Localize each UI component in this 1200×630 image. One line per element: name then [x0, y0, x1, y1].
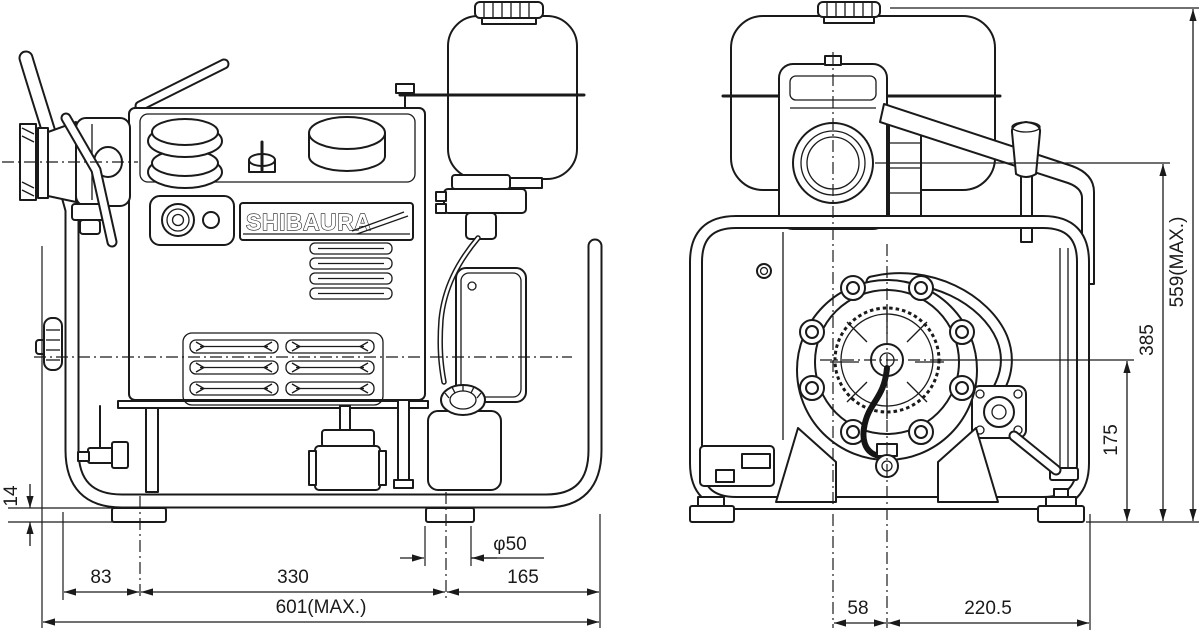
rear-foot [425, 507, 475, 523]
dim-label-phi50: φ50 [493, 534, 526, 555]
air-cleaner-caps [147, 118, 223, 189]
upper-vent-slats [309, 242, 393, 300]
dim-label-58: 58 [847, 598, 868, 619]
dim-rear-heights: 175 385 559(MAX.) [875, 7, 1199, 523]
dim-label-175: 175 [1101, 424, 1122, 456]
discharge-port [19, 117, 131, 235]
dim-label-foot-height: 14 [1, 485, 22, 507]
frame-interior-panel [699, 232, 784, 487]
dim-label-220-5: 220.5 [964, 598, 1012, 619]
dim-foot-height: 14 [1, 484, 116, 546]
side-drain-cock [35, 317, 63, 371]
muffler [455, 267, 527, 403]
pump-bolts [799, 275, 975, 445]
pump-bottom-bracket [308, 405, 387, 491]
dim-label-385: 385 [1137, 324, 1158, 356]
oil-bottle [427, 384, 502, 491]
dim-label-330: 330 [277, 567, 309, 588]
support-legs [145, 377, 415, 493]
fuel-tank [447, 1, 578, 189]
vent-slat [189, 339, 375, 396]
lower-vent-panel [182, 332, 384, 406]
rear-view-centerlines [820, 52, 945, 628]
coupling-clamp-lever [60, 112, 118, 248]
brand-badge: SHIBAURA [239, 202, 414, 241]
dim-label-559max: 559(MAX.) [1167, 217, 1188, 308]
dim-label-165: 165 [507, 567, 539, 588]
rear-frame-tube [689, 215, 1090, 510]
side-view-centerlines [2, 161, 572, 358]
oil-filler-cap [308, 116, 386, 172]
fuel-cock-lever [248, 140, 276, 173]
dimensions: 14 83 330 165 601(MAX.) [1, 7, 1199, 630]
front-foot [111, 507, 167, 523]
rear-view [689, 1, 1095, 628]
side-view: SHIBAURA [2, 1, 603, 523]
brand-badge-text: SHIBAURA [246, 209, 371, 235]
rear-right-foot [1037, 488, 1085, 523]
dim-length-chain: 83 330 165 601(MAX.) [41, 246, 601, 628]
dim-rear-bottom: 58 220.5 [834, 514, 1091, 630]
lifting-rods [1049, 248, 1079, 481]
fuel-valve-assembly [435, 174, 527, 385]
drain-valve-assembly [77, 405, 129, 469]
rear-handle-tube [134, 58, 230, 112]
dim-port-diameter: φ50 [400, 526, 544, 566]
dim-label-83: 83 [90, 567, 111, 588]
recoil-starter-panel [149, 195, 235, 246]
rear-left-foot [689, 496, 735, 523]
dim-label-601max: 601(MAX.) [276, 597, 367, 618]
